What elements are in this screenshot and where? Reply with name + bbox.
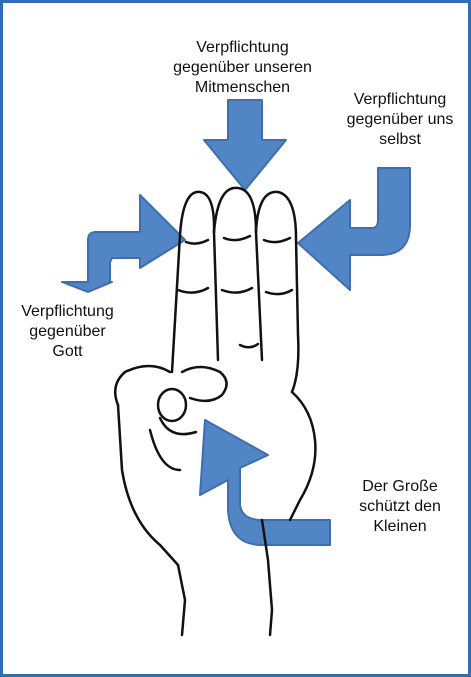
- arrow-right-icon: [62, 195, 185, 292]
- label-self: Verpflichtung gegenüber uns selbst: [325, 90, 471, 150]
- arrow-down-icon: [204, 100, 286, 190]
- arrow-left-icon: [298, 168, 410, 290]
- label-god: Verpflichtung gegenüber Gott: [5, 302, 130, 362]
- label-protect-small: Der Große schützt den Kleinen: [335, 477, 465, 537]
- arrow-upleft-icon: [200, 420, 330, 545]
- label-neighbors: Verpflichtung gegenüber unseren Mitmensc…: [145, 38, 340, 98]
